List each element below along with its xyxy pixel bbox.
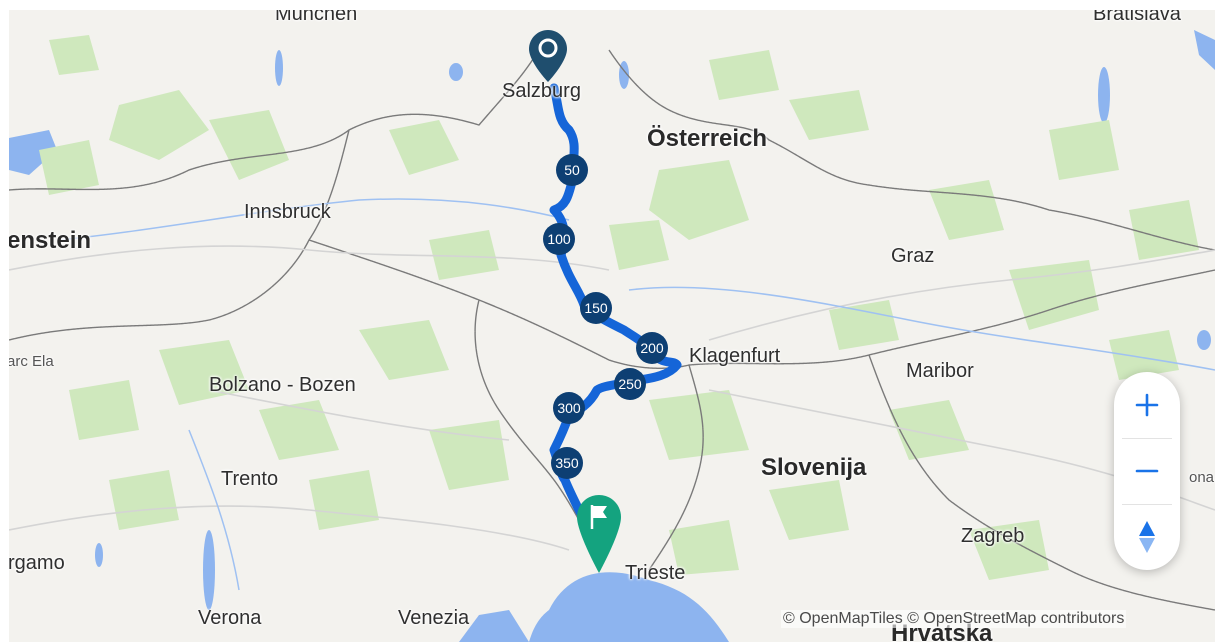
forest	[429, 230, 499, 280]
place-label: Klagenfurt	[689, 345, 781, 367]
forest	[109, 470, 179, 530]
forest	[609, 220, 669, 270]
place-label: ona	[1189, 469, 1215, 486]
forest	[259, 400, 339, 460]
minus-icon	[1135, 469, 1159, 473]
lake	[1194, 30, 1215, 70]
forest	[669, 520, 739, 575]
forest	[969, 520, 1049, 580]
forest	[929, 180, 1004, 240]
forest	[39, 140, 99, 195]
forest	[829, 300, 899, 350]
map-canvas[interactable]: München Bratislava Salzburg Österreich I…	[9, 10, 1215, 642]
place-label: Trieste	[625, 562, 686, 584]
place-label: Venezia	[398, 607, 470, 629]
place-label: München	[275, 10, 358, 25]
place-label: rgamo	[9, 552, 65, 574]
border	[9, 39, 545, 191]
distance-marker: 50	[556, 154, 588, 186]
border	[608, 49, 1215, 251]
divider	[1122, 438, 1172, 439]
forest	[49, 35, 99, 75]
lake	[275, 50, 283, 86]
divider	[1122, 504, 1172, 505]
lake	[203, 530, 215, 610]
zoom-out-button[interactable]	[1114, 438, 1180, 504]
country-label: enstein	[9, 227, 92, 254]
place-label: Salzburg	[502, 80, 581, 102]
adriatic-sea	[529, 572, 729, 642]
forest	[389, 120, 459, 175]
distance-marker: 200	[636, 332, 668, 364]
border	[9, 129, 350, 341]
lake	[449, 63, 463, 81]
distance-marker: 250	[614, 368, 646, 400]
distance-marker: 100	[543, 223, 575, 255]
border	[868, 354, 1215, 611]
place-label: Zagreb	[961, 525, 1025, 547]
place-label: Maribor	[906, 360, 974, 382]
lake	[95, 543, 103, 567]
forest	[649, 160, 749, 240]
place-label: Bolzano - Bozen	[209, 374, 356, 396]
forest	[769, 480, 849, 540]
border	[648, 364, 704, 571]
forest	[309, 470, 379, 530]
border	[308, 239, 1215, 369]
lake	[1098, 67, 1110, 123]
map-basemap	[9, 30, 1215, 642]
place-label: Bratislava	[1093, 10, 1181, 25]
country-label: Österreich	[647, 125, 768, 152]
forest	[649, 390, 749, 460]
plus-icon	[1135, 393, 1159, 417]
lake	[1197, 330, 1211, 350]
compass-icon	[1139, 521, 1155, 553]
place-label: Verona	[198, 607, 262, 629]
border	[474, 299, 600, 556]
forest	[1129, 200, 1199, 260]
place-label: Graz	[891, 245, 935, 267]
forest	[209, 110, 289, 180]
distance-marker: 350	[551, 447, 583, 479]
distance-marker: 150	[580, 292, 612, 324]
place-label: Trento	[221, 468, 279, 490]
place-label: Innsbruck	[244, 201, 331, 223]
forest	[109, 90, 209, 160]
map-controls	[1114, 372, 1180, 570]
map-attribution[interactable]: © OpenMapTiles © OpenStreetMap contribut…	[781, 610, 1127, 628]
reset-north-button[interactable]	[1114, 504, 1180, 570]
country-label: Slovenija	[761, 454, 867, 481]
forest	[789, 90, 869, 140]
lagoon	[459, 610, 529, 642]
flag-pin-icon[interactable]	[577, 495, 621, 578]
forest	[1109, 330, 1179, 380]
zoom-in-button[interactable]	[1114, 372, 1180, 438]
map-pin-icon[interactable]	[529, 30, 567, 87]
distance-marker: 300	[553, 392, 585, 424]
forest	[1049, 120, 1119, 180]
forest	[159, 340, 249, 405]
lake	[9, 130, 57, 175]
forest	[709, 50, 779, 100]
forest	[359, 320, 449, 380]
forest	[429, 420, 509, 490]
forest	[69, 380, 139, 440]
place-label: arc Ela	[9, 353, 54, 370]
forest	[889, 400, 969, 460]
